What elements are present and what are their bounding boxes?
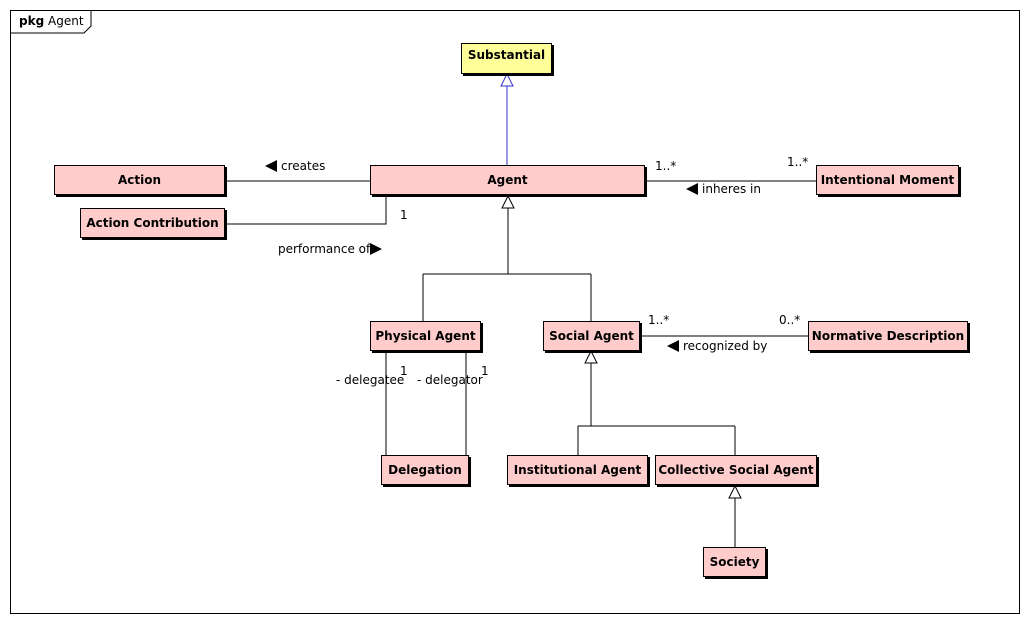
package-tab (10, 10, 92, 34)
mult-inheres-agent: 1..* (655, 159, 677, 173)
class-society[interactable]: Society (703, 547, 766, 577)
mult-delegator: 1 (481, 364, 489, 378)
class-social-agent[interactable]: Social Agent (543, 321, 640, 351)
label-inheres-in: inheres in (702, 182, 761, 196)
label-creates: creates (281, 159, 326, 173)
class-institutional-agent[interactable]: Institutional Agent (507, 455, 648, 485)
package-label: pkg Agent (19, 14, 84, 28)
assoc-performance-line (225, 196, 387, 225)
mult-recognized-norm: 0..* (779, 313, 801, 327)
generalization-arrowhead-social (584, 349, 598, 364)
generalization-arrowhead-collective (728, 484, 742, 499)
role-delegatee: - delegatee (336, 373, 405, 387)
class-action[interactable]: Action (54, 165, 225, 195)
class-delegation[interactable]: Delegation (381, 455, 469, 485)
generalization-arrowhead-substantial (500, 72, 514, 87)
creates-direction-arrow (265, 160, 277, 172)
mult-delegatee: 1 (400, 364, 408, 378)
mult-inheres-moment: 1..* (787, 155, 809, 169)
inheres-direction-arrow (686, 183, 698, 195)
class-substantial[interactable]: Substantial (461, 43, 552, 74)
package-keyword: pkg (19, 14, 45, 28)
class-collective-social-agent[interactable]: Collective Social Agent (655, 455, 817, 485)
performance-direction-arrow (370, 243, 382, 255)
mult-recognized-social: 1..* (648, 313, 670, 327)
package-name: Agent (48, 14, 84, 28)
class-action-contribution[interactable]: Action Contribution (80, 208, 225, 238)
label-recognized-by: recognized by (683, 339, 768, 353)
class-physical-agent[interactable]: Physical Agent (370, 321, 481, 351)
mult-performance: 1 (400, 208, 408, 222)
class-normative-description[interactable]: Normative Description (808, 321, 968, 351)
class-agent[interactable]: Agent (370, 165, 645, 195)
class-intentional-moment[interactable]: Intentional Moment (816, 165, 959, 195)
role-delegator: - delegator (417, 373, 483, 387)
generalization-arrowhead-agent (501, 194, 515, 209)
label-performance-of: performance of (278, 242, 371, 256)
package-frame (10, 10, 1020, 614)
recognized-direction-arrow (667, 340, 679, 352)
